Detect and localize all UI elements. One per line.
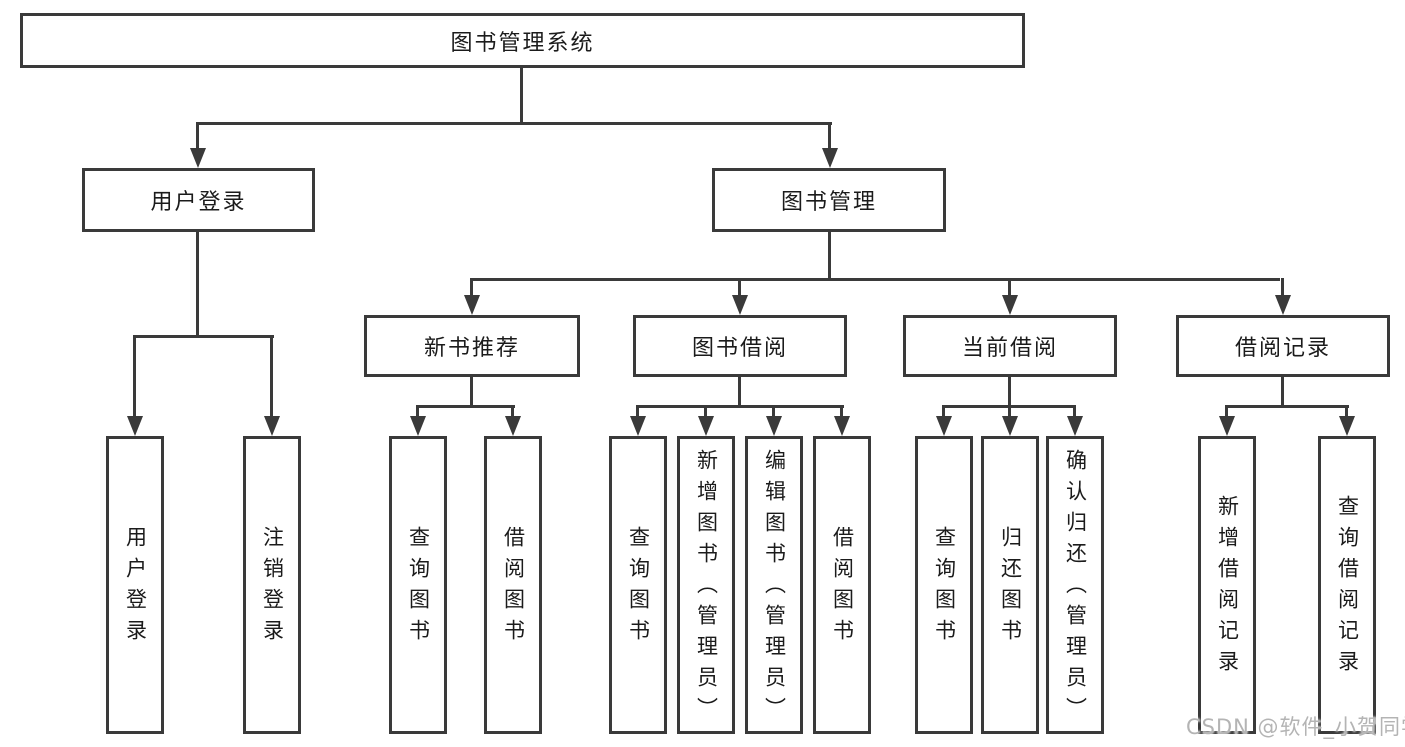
csdn-watermark: CSDN @软件_小贺同学 [1186, 715, 1405, 739]
arrow-down-icon [505, 416, 521, 436]
connector-line [196, 122, 199, 150]
connector-current-drop [1008, 377, 1011, 408]
arrow-down-icon [1002, 416, 1018, 436]
arrow-down-icon [822, 148, 838, 168]
node-user-login: 用户登录 [82, 168, 315, 232]
node-leaf-query-books-recommend: 查询图书 [389, 436, 447, 734]
arrow-down-icon [834, 416, 850, 436]
node-leaf-logout: 注销登录 [243, 436, 301, 734]
arrow-down-icon [936, 416, 952, 436]
arrow-down-icon [264, 416, 280, 436]
arrow-down-icon [190, 148, 206, 168]
connector-userlogin-drop [196, 232, 199, 338]
node-leaf-borrow-books-recommend: 借阅图书 [484, 436, 542, 734]
connector-line [416, 405, 419, 418]
node-leaf-query-books-current: 查询图书 [915, 436, 973, 734]
node-library-system: 图书管理系统 [20, 13, 1025, 68]
connector-newbook-rail [416, 405, 515, 408]
connector-line [1225, 405, 1228, 418]
arrow-down-icon [1067, 416, 1083, 436]
connector-borrowing-rail [636, 405, 844, 408]
node-book-borrowing: 图书借阅 [633, 315, 847, 377]
arrow-down-icon [410, 416, 426, 436]
node-leaf-return-books: 归还图书 [981, 436, 1039, 734]
connector-line [828, 122, 831, 150]
arrow-down-icon [1275, 295, 1291, 315]
node-current-borrowing: 当前借阅 [903, 315, 1117, 377]
connector-line [772, 405, 775, 418]
node-borrowing-records: 借阅记录 [1176, 315, 1390, 377]
connector-root-rail [197, 122, 832, 125]
connector-line [840, 405, 843, 418]
arrow-down-icon [1339, 416, 1355, 436]
node-leaf-add-book-admin: 新增图书（管理员） [677, 436, 735, 734]
arrow-down-icon [732, 295, 748, 315]
connector-line [1281, 278, 1284, 297]
node-leaf-query-borrow-record: 查询借阅记录 [1318, 436, 1376, 734]
node-leaf-add-borrow-record: 新增借阅记录 [1198, 436, 1256, 734]
connector-bookmgmt-drop [828, 232, 831, 281]
connector-line [1008, 278, 1011, 297]
connector-line [270, 335, 273, 418]
node-book-management: 图书管理 [712, 168, 946, 232]
connector-line [942, 405, 945, 418]
connector-line [470, 278, 473, 297]
connector-records-rail [1225, 405, 1349, 408]
arrow-down-icon [766, 416, 782, 436]
connector-newbook-drop [470, 377, 473, 408]
arrow-down-icon [1219, 416, 1235, 436]
node-leaf-borrow-books: 借阅图书 [813, 436, 871, 734]
node-leaf-edit-book-admin: 编辑图书（管理员） [745, 436, 803, 734]
connector-line [1008, 405, 1011, 418]
arrow-down-icon [464, 295, 480, 315]
connector-line [738, 278, 741, 297]
node-leaf-confirm-return-admin: 确认归还（管理员） [1046, 436, 1104, 734]
connector-line [1073, 405, 1076, 418]
connector-records-drop [1281, 377, 1284, 408]
connector-bookmgmt-rail [470, 278, 1280, 281]
connector-borrowing-drop [738, 377, 741, 408]
node-leaf-user-login: 用户登录 [106, 436, 164, 734]
connector-line [636, 405, 639, 418]
connector-root-drop [520, 68, 523, 124]
connector-line [1345, 405, 1348, 418]
arrow-down-icon [630, 416, 646, 436]
connector-line [133, 335, 136, 418]
arrow-down-icon [1002, 295, 1018, 315]
node-leaf-query-books-borrowing: 查询图书 [609, 436, 667, 734]
connector-line [511, 405, 514, 418]
arrow-down-icon [698, 416, 714, 436]
connector-userlogin-rail [133, 335, 274, 338]
connector-line [704, 405, 707, 418]
arrow-down-icon [127, 416, 143, 436]
node-new-book-recommendation: 新书推荐 [364, 315, 580, 377]
